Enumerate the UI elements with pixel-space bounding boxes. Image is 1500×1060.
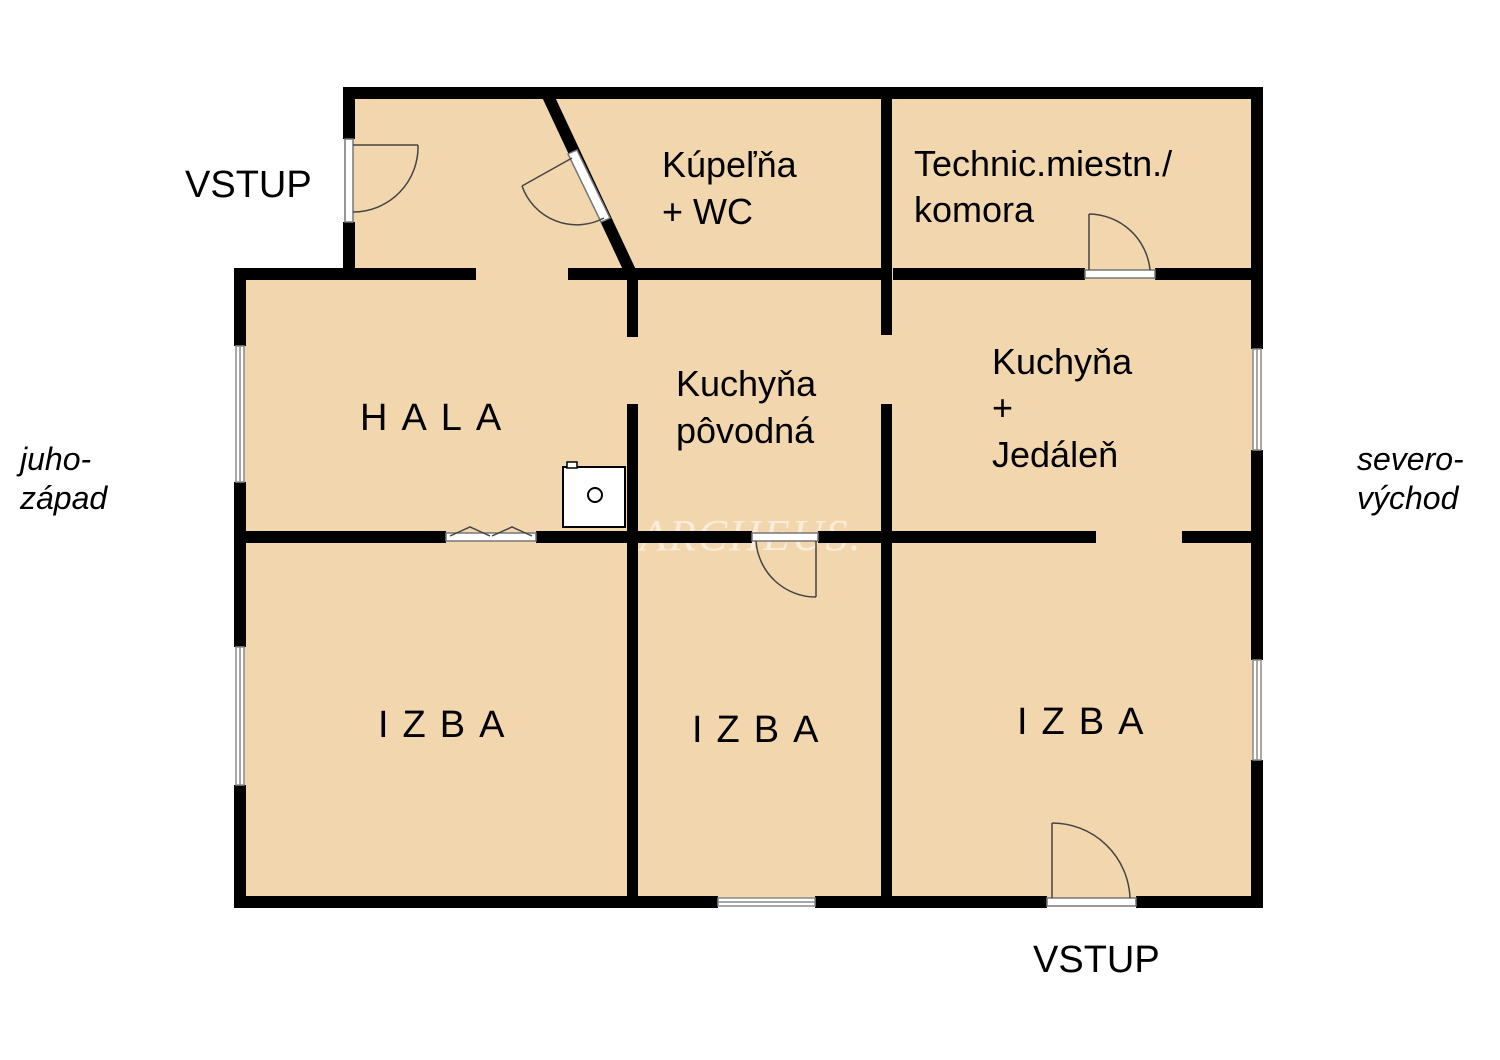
windows	[235, 345, 1262, 907]
floor-main	[240, 275, 1258, 903]
wall-top	[343, 87, 1263, 99]
labels: VSTUP VSTUP Kúpeľňa + WC Technic.miestn.…	[16, 143, 1464, 981]
wall-left-3	[234, 785, 246, 908]
wall-left-1	[234, 268, 246, 346]
label-northeast-2: východ	[1357, 480, 1460, 516]
walls	[234, 87, 1263, 908]
label-kitchen-3: Jedáleň	[992, 434, 1118, 475]
stove-circle	[587, 487, 603, 503]
label-tech-2: komora	[914, 189, 1035, 230]
label-vstup-top: VSTUP	[185, 164, 312, 206]
label-kitchen-old-1: Kuchyňa	[676, 363, 817, 404]
wall-tech-right	[1155, 268, 1255, 280]
label-tech-1: Technic.miestn./	[914, 143, 1172, 184]
door-hala-izba	[445, 526, 537, 542]
wall-tech-left	[893, 268, 1085, 280]
wall-right-3	[1251, 760, 1263, 908]
label-bathroom-2: + WC	[662, 191, 753, 232]
wall-bottom-3	[1136, 896, 1263, 908]
wall-right-1	[1251, 87, 1263, 349]
wall-step-left	[234, 268, 476, 280]
label-izba-right: IZBA	[1017, 701, 1157, 743]
doors	[344, 138, 1156, 907]
wall-h-2	[536, 531, 752, 543]
wall-v-right	[881, 404, 892, 904]
label-bathroom-1: Kúpeľňa	[662, 144, 798, 185]
door-bathroom	[521, 149, 612, 226]
wall-h-1	[240, 531, 446, 543]
door-entry-top	[344, 138, 419, 223]
wall-h-4	[1182, 531, 1257, 543]
label-kitchen-1: Kuchyňa	[992, 341, 1133, 382]
wall-bath-tech	[881, 95, 892, 335]
stove	[562, 461, 626, 528]
label-izba-left: IZBA	[378, 704, 518, 746]
label-southwest-2: západ	[19, 480, 108, 516]
label-northeast-1: severo-	[1357, 441, 1464, 477]
door-mid-izba	[751, 532, 819, 598]
door-tech	[1084, 213, 1156, 279]
label-kitchen-old-2: pôvodná	[676, 410, 815, 451]
label-vstup-bottom: VSTUP	[1033, 939, 1160, 981]
label-izba-mid: IZBA	[692, 709, 832, 751]
floor-fill	[240, 95, 1258, 903]
label-southwest-1: juho-	[16, 441, 91, 477]
wall-bottom-2	[815, 896, 1047, 908]
wall-step-mid	[568, 268, 883, 280]
wall-entry-lower	[343, 222, 355, 278]
wall-v-left	[627, 404, 638, 904]
floor-top-wing	[352, 95, 1258, 275]
wall-h-3	[818, 531, 1096, 543]
door-entry-bottom	[1046, 822, 1137, 907]
label-hala: HALA	[360, 397, 515, 439]
wall-right-2	[1251, 450, 1263, 660]
wall-left-2	[234, 482, 246, 647]
stove-body	[562, 466, 626, 528]
wall-bottom-1	[234, 896, 718, 908]
label-kitchen-2: +	[992, 387, 1013, 428]
wall-entry-upper	[343, 87, 355, 139]
wall-stub-hala	[627, 275, 638, 337]
